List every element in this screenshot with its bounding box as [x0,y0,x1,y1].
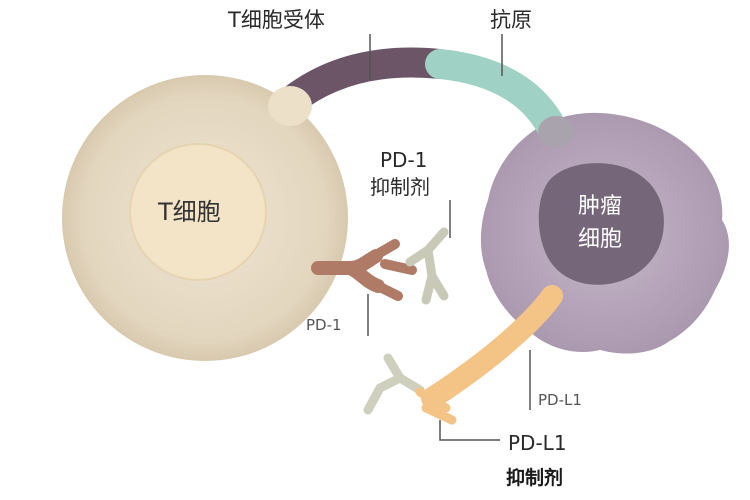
label-tcr: T细胞受体 [227,8,325,32]
pd1-receptor-tip [380,259,417,275]
antigen [425,49,567,143]
tumor-nucleus [538,163,664,285]
tcr-base [268,86,312,126]
label-tumor-2: 细胞 [578,227,622,252]
t-cell-nucleus [129,143,267,281]
pd1-receptor-arm-top [371,239,400,260]
pdl1-inhibitor-antibody [363,353,457,425]
label-antigen: 抗原 [490,8,532,32]
t-cell-receptor [275,47,455,117]
label-pdl1: PD-L1 [538,391,582,409]
label-pd1-inhibitor-1: PD-1 [380,148,427,172]
label-tumor-1: 肿瘤 [578,194,622,219]
callout-pdl1-inhibitor [439,420,500,441]
antigen-base [538,116,574,148]
pd1-receptor-arm-bottom [373,281,403,301]
label-pdl1-inhibitor-2: 抑制剂 [506,466,563,489]
label-pd1-inhibitor-2: 抑制剂 [370,175,430,199]
label-t-cell: T细胞 [157,198,221,226]
pdl1-ligand [421,285,563,409]
callout-lines [367,34,531,441]
watermark-text: 肿瘤科刘声博士 [586,468,698,487]
label-pd1: PD-1 [306,316,342,334]
label-pdl1-inhibitor-1: PD-L1 [508,431,567,455]
pd1-inhibitor-antibody [405,227,449,305]
